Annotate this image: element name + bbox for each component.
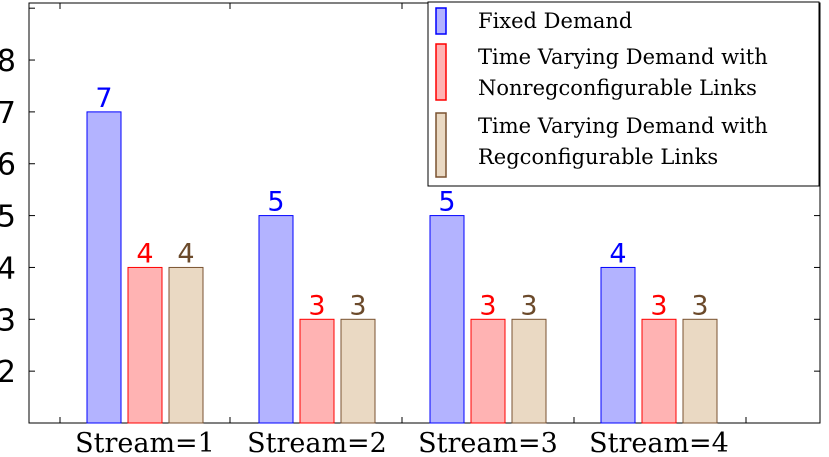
- y-tick-label: 5: [0, 200, 16, 235]
- bar: [86, 111, 122, 424]
- x-category-label: Stream=1: [75, 428, 215, 457]
- bar: [641, 318, 677, 424]
- y-tick-label: 2: [0, 355, 16, 390]
- data-label: 5: [438, 187, 455, 218]
- data-label: 4: [177, 238, 194, 269]
- legend-label: Fixed Demand: [478, 9, 632, 33]
- data-label: 3: [691, 290, 708, 321]
- data-label: 3: [650, 290, 667, 321]
- data-label: 3: [479, 290, 496, 321]
- bar: [168, 266, 204, 424]
- bar: [682, 318, 718, 424]
- data-label: 3: [308, 290, 325, 321]
- data-label: 3: [520, 290, 537, 321]
- x-category-label: Stream=2: [247, 428, 387, 457]
- bar: [127, 266, 163, 424]
- bar: [600, 266, 636, 424]
- bars: [86, 111, 718, 424]
- plot-frame: [28, 2, 821, 424]
- legend-label: Time Varying Demand with: [478, 45, 768, 69]
- data-label: 3: [349, 290, 366, 321]
- bar: [429, 215, 465, 424]
- legend-label: Nonregconfigurable Links: [478, 76, 757, 100]
- data-label: 5: [267, 187, 284, 218]
- bar: [299, 318, 335, 424]
- data-label: 4: [136, 238, 153, 269]
- y-tick-label: 6: [0, 148, 16, 183]
- legend-label: Regconfigurable Links: [478, 145, 718, 169]
- data-label: 4: [609, 238, 626, 269]
- y-tick-label: 8: [0, 44, 16, 79]
- y-tick-label: 4: [0, 251, 16, 286]
- legend-swatch: [435, 112, 447, 178]
- x-category-label: Stream=4: [589, 428, 729, 457]
- bar: [511, 318, 547, 424]
- bar: [340, 318, 376, 424]
- y-tick-label: 7: [0, 96, 16, 131]
- x-category-label: Stream=3: [418, 428, 558, 457]
- y-tick-label: 3: [0, 303, 16, 338]
- legend-swatch: [435, 7, 447, 35]
- bar: [470, 318, 506, 424]
- bar: [258, 215, 294, 424]
- legend-label: Time Varying Demand with: [478, 114, 768, 138]
- legend-swatch: [435, 43, 447, 101]
- legend-box: [427, 1, 820, 187]
- data-label: 7: [95, 83, 112, 114]
